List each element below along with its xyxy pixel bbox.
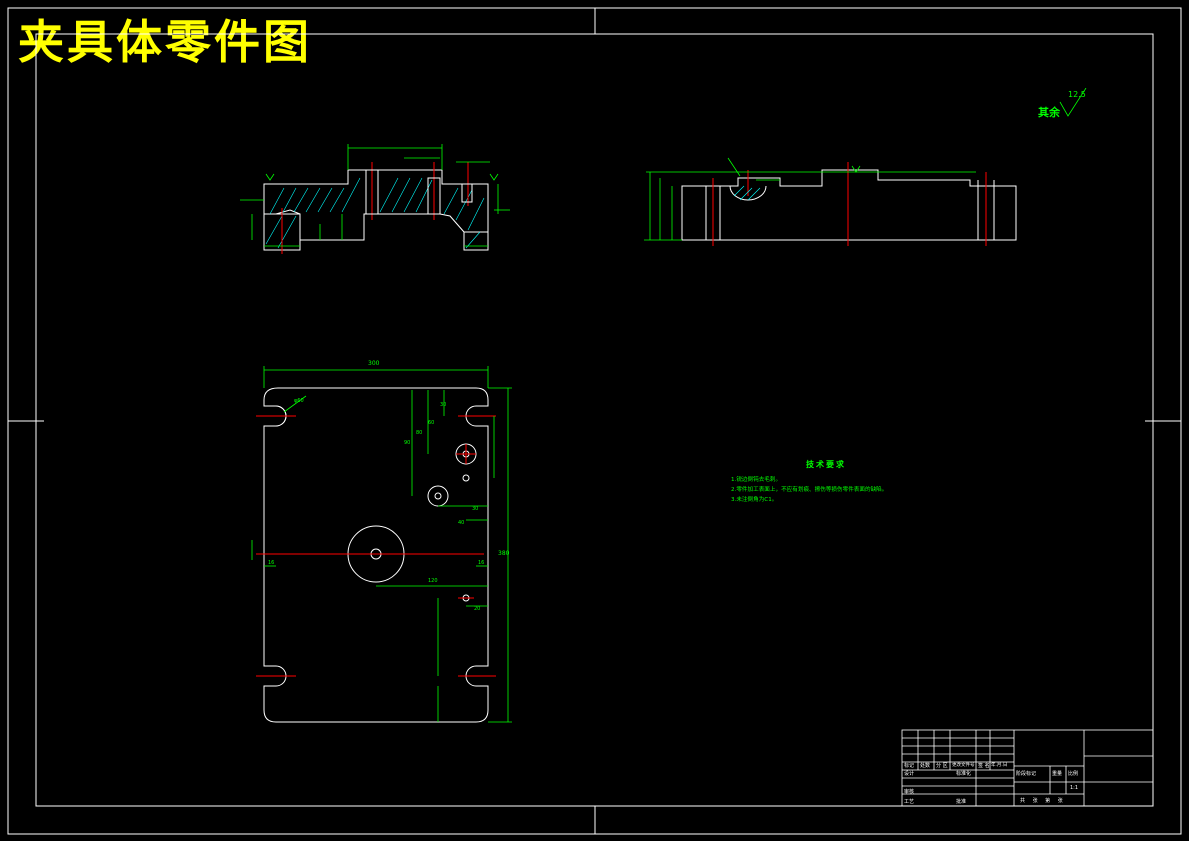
dim-right-1: 60 bbox=[428, 420, 435, 426]
tb-approve: 批准 bbox=[956, 799, 967, 805]
dim-hole-dia: φ60 bbox=[294, 398, 304, 404]
tb-review: 审核 bbox=[904, 789, 915, 795]
dim-right-2: 80 bbox=[416, 430, 423, 436]
tb-scale: 比例 bbox=[1068, 771, 1079, 777]
plan-view bbox=[251, 366, 512, 723]
tb-change-doc: 更改文件号 bbox=[952, 763, 975, 768]
dim-right-5: 40 bbox=[458, 520, 465, 526]
inner-frame bbox=[35, 33, 1154, 807]
tech-req-list: 1.锐边倒钝去毛刺。 2.零件加工表面上，不应有划痕、擦伤等损伤零件表面的缺陷。… bbox=[731, 475, 887, 505]
dim-overall-width: 300 bbox=[368, 360, 380, 367]
tech-req-item: 1.锐边倒钝去毛刺。 bbox=[731, 477, 782, 483]
roughness-note-value: 12.5 bbox=[1068, 90, 1086, 99]
tb-sign: 签 名 bbox=[978, 763, 990, 769]
dim-edge-left: 16 bbox=[268, 560, 275, 566]
tb-mark: 标记 bbox=[904, 763, 915, 769]
section-dimension-lines bbox=[240, 144, 510, 247]
tech-req-heading: 技术要求 bbox=[806, 460, 846, 469]
dim-right-3: 90 bbox=[404, 440, 411, 446]
tb-zone: 分 区 bbox=[936, 763, 948, 769]
side-view bbox=[644, 157, 1017, 246]
tb-date: 年.月.日 bbox=[991, 763, 1008, 768]
dim-right-7: 120 bbox=[428, 578, 438, 584]
tb-process: 工艺 bbox=[904, 799, 915, 805]
dim-right-0: 30 bbox=[440, 402, 447, 408]
roughness-note-label: 其余 bbox=[1038, 106, 1060, 119]
dim-right-6: 20 bbox=[474, 606, 481, 612]
centering-marks bbox=[8, 8, 1181, 834]
roughness-symbol-icon bbox=[1059, 88, 1087, 117]
tech-req-item: 2.零件加工表面上，不应有划痕、擦伤等损伤零件表面的缺陷。 bbox=[731, 487, 888, 493]
dim-edge-right: 16 bbox=[478, 560, 485, 566]
section-centerlines bbox=[281, 162, 469, 254]
dim-right-4: 30 bbox=[472, 506, 479, 512]
title-block bbox=[901, 729, 1154, 807]
outer-frame bbox=[7, 7, 1182, 835]
tb-count: 处数 bbox=[920, 763, 931, 769]
tb-standard: 标准化 bbox=[956, 771, 972, 777]
section-hatch bbox=[265, 177, 485, 249]
tb-design: 设计 bbox=[904, 771, 915, 777]
tb-stage: 阶段标记 bbox=[1016, 771, 1037, 777]
tb-sheets: 共 张 第 张 bbox=[1020, 798, 1066, 804]
tech-req-item: 3.未注倒角为C1。 bbox=[731, 497, 778, 503]
drawing-title: 夹具体零件图 bbox=[18, 15, 312, 69]
front-section-view bbox=[240, 144, 510, 254]
dim-overall-height: 380 bbox=[498, 550, 510, 557]
tb-scale-value: 1:1 bbox=[1070, 785, 1079, 791]
tb-weight: 重量 bbox=[1052, 771, 1063, 777]
